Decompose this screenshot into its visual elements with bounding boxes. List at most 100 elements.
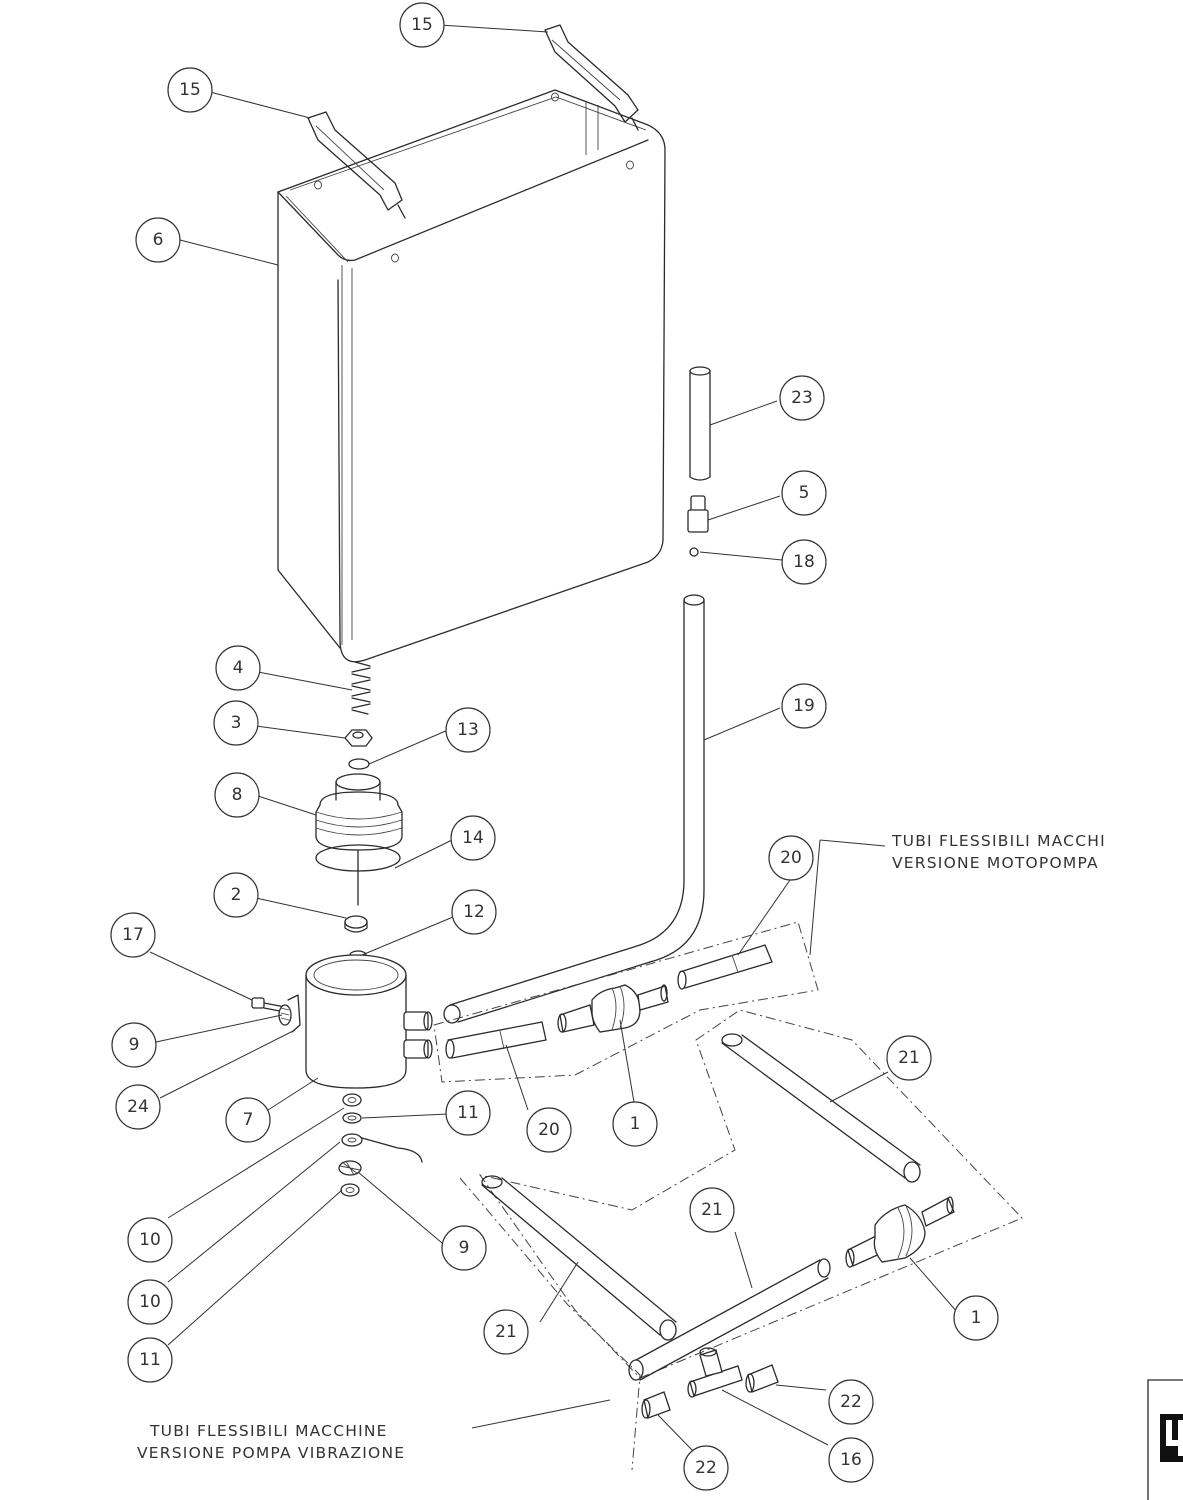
svg-text:18: 18 <box>793 552 815 572</box>
svg-text:3: 3 <box>231 713 242 733</box>
vibrazione-group-outline-left <box>459 1177 641 1471</box>
balloon-20-lower[interactable]: 20 <box>526 1107 572 1153</box>
ball-part-18 <box>689 547 699 557</box>
svg-text:7: 7 <box>243 1110 254 1130</box>
hose-joint-part-22-left <box>641 1391 671 1419</box>
terminal-part-24 <box>287 994 301 1033</box>
balloon-15-right[interactable]: 15 <box>399 2 445 48</box>
seal-part-2 <box>344 915 368 933</box>
balloon-3[interactable]: 3 <box>213 700 259 746</box>
svg-text:23: 23 <box>791 388 813 408</box>
nut-part-11-lower <box>340 1183 360 1197</box>
tube-part-21-right <box>721 1033 921 1183</box>
balloon-24[interactable]: 24 <box>115 1084 161 1130</box>
filter-housing-part-8 <box>315 773 403 851</box>
balloon-10-lower[interactable]: 10 <box>127 1279 173 1325</box>
svg-text:8: 8 <box>232 785 243 805</box>
balloon-14[interactable]: 14 <box>450 815 496 861</box>
svg-text:17: 17 <box>122 925 144 945</box>
balloon-8[interactable]: 8 <box>214 772 260 818</box>
check-valve-part-1-lower <box>845 1196 955 1268</box>
balloon-10-upper[interactable]: 10 <box>127 1217 173 1263</box>
note-vibrazione-line1: TUBI FLESSIBILI MACCHINE <box>149 1422 388 1440</box>
svg-text:22: 22 <box>840 1392 862 1412</box>
note-vibrazione: TUBI FLESSIBILI MACCHINE VERSIONE POMPA … <box>137 1422 404 1462</box>
balloon-21-left[interactable]: 21 <box>483 1309 529 1355</box>
spring-part-4 <box>351 661 371 715</box>
check-valve-part-1-upper <box>557 984 669 1033</box>
washer-part-10-upper <box>342 1112 362 1124</box>
balloon-13[interactable]: 13 <box>445 707 491 753</box>
balloon-2[interactable]: 2 <box>213 872 259 918</box>
motopompa-group-outline <box>433 921 819 1083</box>
lock-washer-part-9 <box>278 1004 292 1026</box>
balloon-12[interactable]: 12 <box>451 889 497 935</box>
svg-text:22: 22 <box>695 1458 717 1478</box>
bent-tube-part-19 <box>443 594 705 1024</box>
hose-part-20-upper <box>677 944 773 990</box>
balloon-15-left[interactable]: 15 <box>167 67 213 113</box>
tee-fitting-part-16 <box>687 1347 743 1398</box>
svg-text:9: 9 <box>129 1035 140 1055</box>
svg-text:10: 10 <box>139 1230 161 1250</box>
leader-lines <box>149 24 959 1453</box>
svg-text:15: 15 <box>179 80 201 100</box>
lock-washer-part-9-lower <box>338 1160 362 1176</box>
hanger-left-part-15 <box>307 111 406 219</box>
balloon-5[interactable]: 5 <box>781 470 827 516</box>
svg-text:6: 6 <box>153 230 164 250</box>
svg-text:10: 10 <box>139 1292 161 1312</box>
svg-text:21: 21 <box>898 1048 920 1068</box>
balloon-21-middle[interactable]: 21 <box>689 1187 735 1233</box>
balloon-20-upper[interactable]: 20 <box>768 835 814 881</box>
balloon-18[interactable]: 18 <box>781 539 827 585</box>
svg-text:14: 14 <box>462 828 484 848</box>
svg-text:21: 21 <box>701 1200 723 1220</box>
balloon-11-lower[interactable]: 11 <box>127 1337 173 1383</box>
balloon-1-upper[interactable]: 1 <box>612 1101 658 1147</box>
balloon-7[interactable]: 7 <box>225 1097 271 1143</box>
hanger-right-part-15 <box>544 24 639 131</box>
svg-text:19: 19 <box>793 696 815 716</box>
balloon-23[interactable]: 23 <box>779 375 825 421</box>
note-motopompa: TUBI FLESSIBILI MACCHI VERSIONE MOTOPOMP… <box>891 832 1106 872</box>
balloon-17[interactable]: 17 <box>110 912 156 958</box>
svg-text:16: 16 <box>840 1450 862 1470</box>
svg-text:21: 21 <box>495 1322 517 1342</box>
tube-part-23 <box>689 366 711 481</box>
balloon-19[interactable]: 19 <box>781 683 827 729</box>
balloon-21-right[interactable]: 21 <box>886 1035 932 1081</box>
balloon-9-upper[interactable]: 9 <box>111 1022 157 1068</box>
hose-part-20-lower <box>445 1021 547 1059</box>
balloon-22-left[interactable]: 22 <box>683 1445 729 1491</box>
svg-text:1: 1 <box>630 1114 641 1134</box>
balloon-6[interactable]: 6 <box>135 217 181 263</box>
title-block-corner <box>1147 1379 1183 1500</box>
note-motopompa-line1: TUBI FLESSIBILI MACCHI <box>891 832 1106 850</box>
svg-text:11: 11 <box>457 1103 479 1123</box>
oring-part-13 <box>348 758 370 770</box>
tube-part-21-middle <box>628 1258 831 1381</box>
fitting-part-5 <box>687 495 709 533</box>
balloon-4[interactable]: 4 <box>215 645 261 691</box>
balloon-9-lower[interactable]: 9 <box>441 1225 487 1271</box>
balloon-11-upper[interactable]: 11 <box>445 1090 491 1136</box>
svg-text:5: 5 <box>799 483 810 503</box>
valve-part-3 <box>344 729 373 747</box>
svg-text:15: 15 <box>411 15 433 35</box>
washer-part-10-lower <box>341 1133 423 1163</box>
note-motopompa-line2: VERSIONE MOTOPOMPA <box>892 854 1099 872</box>
svg-text:2: 2 <box>231 885 242 905</box>
balloon-22-right[interactable]: 22 <box>828 1379 874 1425</box>
svg-text:4: 4 <box>233 658 244 678</box>
water-tank-part-6 <box>277 89 666 663</box>
tube-part-21-left <box>481 1175 677 1341</box>
svg-text:1: 1 <box>971 1308 982 1328</box>
balloon-16[interactable]: 16 <box>828 1437 874 1483</box>
svg-text:20: 20 <box>538 1120 560 1140</box>
balloon-1-lower[interactable]: 1 <box>953 1295 999 1341</box>
nut-part-11-upper <box>342 1093 362 1107</box>
svg-text:9: 9 <box>459 1238 470 1258</box>
hose-joint-part-22-right <box>745 1364 779 1393</box>
